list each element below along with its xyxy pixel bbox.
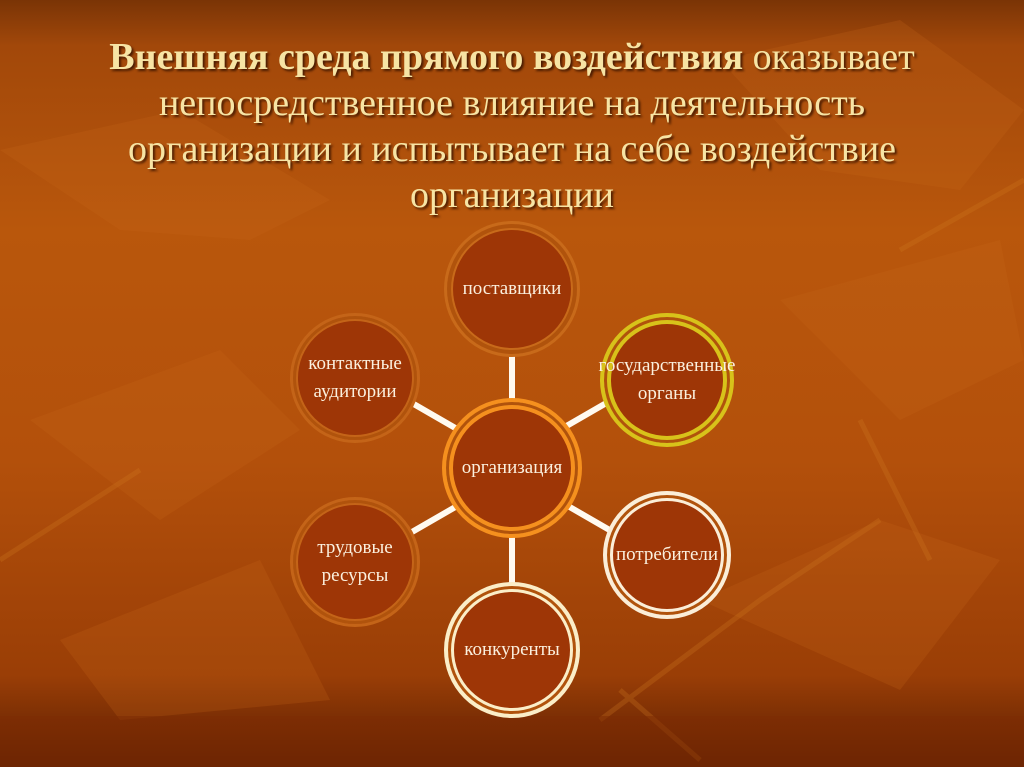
title-line-4: организации xyxy=(409,174,614,216)
node-label: государственные xyxy=(598,355,736,376)
title-line-3: организации и испытывает на себе воздейс… xyxy=(127,128,897,170)
node-label: поставщики xyxy=(462,278,562,299)
node-labor-resources: трудовые ресурсы xyxy=(290,497,420,627)
node-organization: организация xyxy=(442,398,582,538)
node-label: контактные xyxy=(308,353,402,374)
connector-labor-resources xyxy=(409,502,460,536)
node-label: трудовые xyxy=(317,537,393,558)
node-government: государственные органы xyxy=(598,313,736,447)
connector-competitors xyxy=(509,537,515,585)
center-label: организация xyxy=(461,457,563,478)
title-bold-phrase: Внешняя среда прямого воздействия xyxy=(109,36,744,78)
title-line-1: Внешняя среда прямого воздействия оказыв… xyxy=(60,34,964,80)
node-consumers: потребители xyxy=(603,491,731,619)
title-line-1-rest: оказывает xyxy=(743,36,915,78)
node-competitors: конкуренты xyxy=(444,582,580,718)
connector-contact-audiences xyxy=(409,399,460,433)
node-label: конкуренты xyxy=(464,639,560,660)
node-label: ресурсы xyxy=(321,565,389,586)
title-line-2: непосредственное влияние на деятельность xyxy=(158,82,866,124)
node-label: органы xyxy=(637,383,697,404)
slide-title: Внешняя среда прямого воздействия оказыв… xyxy=(60,34,964,218)
node-label: потребители xyxy=(615,544,719,565)
connector-suppliers xyxy=(509,350,515,400)
node-suppliers: поставщики xyxy=(444,221,580,357)
node-label: аудитории xyxy=(313,381,397,402)
node-contact-audiences: контактные аудитории xyxy=(290,313,420,443)
